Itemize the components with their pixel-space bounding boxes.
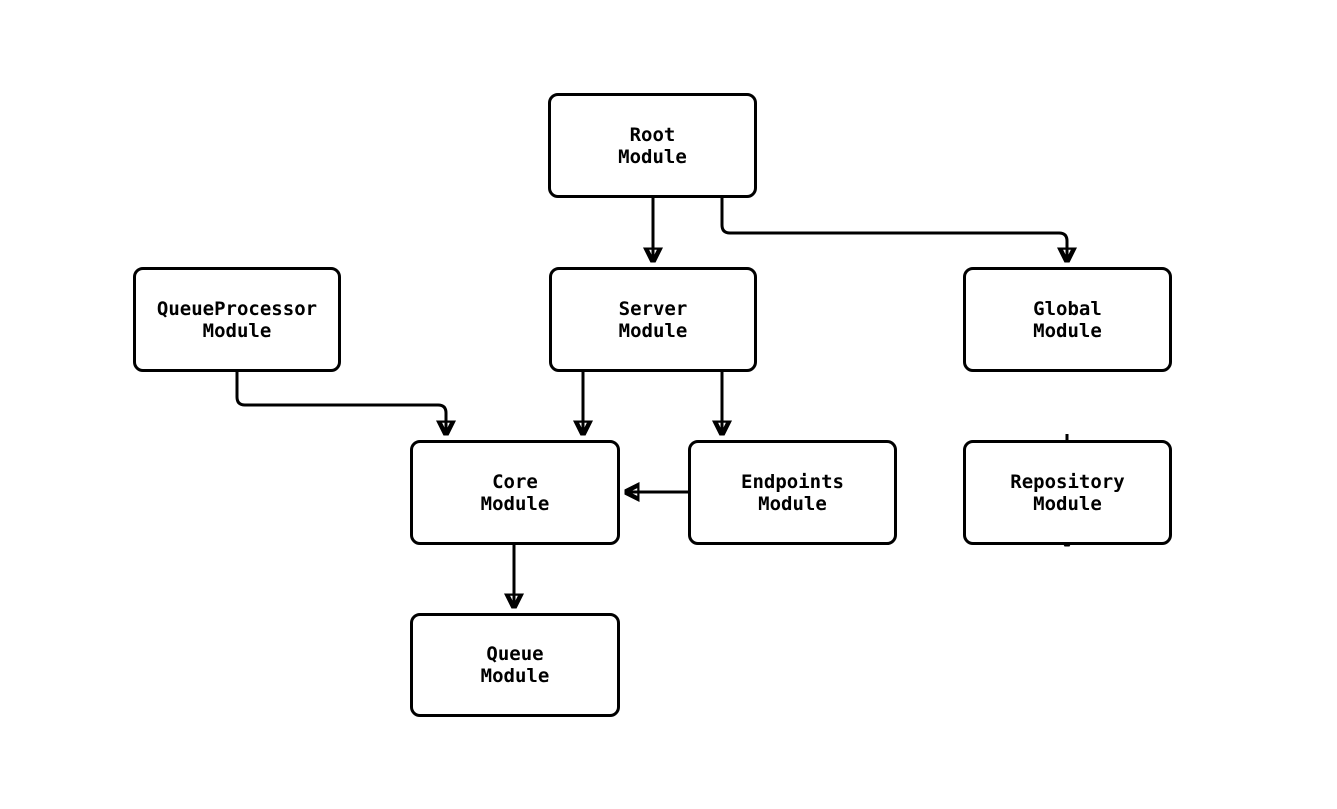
node-queueprocessor-module: QueueProcessor Module	[133, 267, 341, 372]
node-global-module: Global Module	[963, 267, 1172, 372]
node-queueprocessor-module-label: QueueProcessor Module	[156, 297, 318, 342]
node-root-module: Root Module	[548, 93, 757, 198]
edge-queueprocessor-to-core	[235, 372, 446, 434]
node-server-module-label: Server Module	[618, 297, 688, 342]
node-repository-module-label: Repository Module	[1010, 470, 1125, 515]
node-server-module: Server Module	[549, 267, 757, 372]
node-queue-module-label: Queue Module	[480, 643, 550, 687]
node-endpoints-module-label: Endpoints Module	[741, 470, 844, 515]
node-root-module-label: Root Module	[618, 123, 687, 168]
node-queue-module: Queue Module	[410, 613, 620, 717]
node-core-module-label: Core Module	[480, 470, 550, 515]
node-core-module: Core Module	[410, 440, 620, 545]
edge-root-to-global	[720, 198, 1067, 261]
node-global-module-label: Global Module	[1033, 297, 1102, 342]
node-repository-module: Repository Module	[963, 440, 1172, 545]
node-endpoints-module: Endpoints Module	[688, 440, 897, 545]
